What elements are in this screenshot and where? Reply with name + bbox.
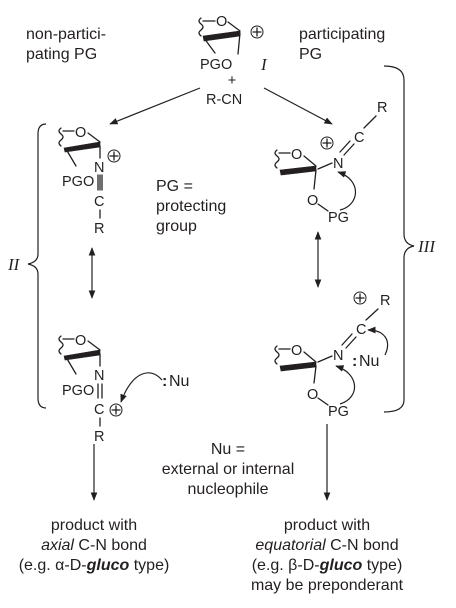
plus-charge [353, 291, 367, 305]
svg-text:O: O [291, 147, 302, 163]
svg-text:external or internal: external or internal [162, 461, 295, 478]
svg-text:C: C [354, 130, 364, 146]
svg-text:PGO: PGO [62, 383, 94, 399]
svg-text:Nu: Nu [169, 373, 189, 390]
oxocarbenium-ion-I: O PGO I + R-CN [198, 14, 268, 108]
wavy-bond [198, 17, 204, 37]
svg-text:N: N [333, 348, 343, 364]
plus-sign: + [228, 73, 236, 89]
plus-charge [107, 149, 121, 163]
svg-text:R: R [377, 100, 387, 116]
svg-text:O: O [307, 193, 318, 209]
plus-charge [109, 403, 123, 417]
svg-text:III: III [417, 237, 436, 256]
svg-text:C: C [356, 322, 366, 338]
svg-text:Nu =: Nu = [211, 441, 245, 458]
brace-II: II [7, 123, 47, 409]
svg-text:axial C-N bond: axial C-N bond [41, 537, 147, 554]
svg-text:product with: product with [51, 517, 137, 534]
svg-text:N: N [94, 368, 104, 384]
roman-numeral-i: I [260, 55, 268, 74]
svg-text:N: N [94, 160, 104, 176]
svg-text:PG: PG [299, 46, 322, 63]
nucleophile-definition: Nu = external or internal nucleophile [162, 441, 295, 498]
nitrile-reagent: R-CN [206, 92, 242, 108]
beta-nitrilium-ion-with-nucleophile: R C N O O PG [274, 291, 390, 420]
product-axial: product with axial C-N bond (e.g. α-D-gl… [19, 517, 170, 574]
beta-nitrilium-ion-participating: R C N O O PG [274, 100, 387, 226]
svg-text:II: II [7, 255, 21, 274]
nucleophile-right: : Nu [352, 326, 389, 370]
svg-text:product with: product with [284, 517, 370, 534]
plus-charge [250, 25, 264, 39]
svg-text:O: O [75, 125, 86, 141]
svg-text:non-partici-: non-partici- [26, 26, 106, 43]
svg-text::: : [162, 373, 167, 390]
pgo-group: PGO [200, 57, 232, 73]
svg-text:may be preponderant: may be preponderant [251, 577, 404, 594]
svg-text:Nu: Nu [359, 353, 379, 370]
svg-text:participating: participating [299, 26, 385, 43]
svg-text:C: C [94, 194, 104, 210]
svg-text:nucleophile: nucleophile [188, 481, 269, 498]
svg-text:protecting: protecting [156, 198, 226, 215]
plus-charge [320, 136, 334, 150]
svg-text:(e.g. β-D-gluco type): (e.g. β-D-gluco type) [252, 557, 403, 574]
participating-label: participating PG [299, 26, 385, 63]
svg-text:O: O [75, 333, 86, 349]
svg-text::: : [352, 353, 357, 370]
pg-definition: PG = protecting group [156, 178, 226, 235]
arrow-to-right [263, 87, 333, 125]
svg-text:PG: PG [328, 210, 349, 226]
svg-text:R: R [94, 221, 104, 237]
ring-oxygen: O [216, 14, 227, 30]
svg-text:PG =: PG = [156, 178, 193, 195]
brace-III: III [383, 65, 436, 413]
svg-text:O: O [291, 343, 302, 359]
nucleophile-left: : Nu [120, 372, 189, 403]
svg-text:R: R [380, 293, 390, 309]
svg-text:C: C [94, 402, 104, 418]
alpha-nitrilium-ion-resonance: O N PGO C R [58, 333, 123, 445]
svg-text:N: N [333, 156, 343, 172]
alpha-nitrilium-ion: O N PGO C R [58, 125, 121, 237]
svg-text:PGO: PGO [62, 174, 94, 190]
svg-text:pating PG: pating PG [26, 46, 97, 63]
svg-text:PG: PG [328, 404, 349, 420]
svg-text:O: O [307, 387, 318, 403]
non-participating-label: non-partici- pating PG [26, 26, 106, 63]
svg-text:(e.g. α-D-gluco type): (e.g. α-D-gluco type) [19, 557, 170, 574]
arrow-to-left [109, 87, 201, 125]
product-equatorial: product with equatorial C-N bond (e.g. β… [251, 517, 404, 594]
svg-text:group: group [156, 218, 197, 235]
svg-text:R: R [94, 429, 104, 445]
svg-text:equatorial C-N bond: equatorial C-N bond [255, 537, 398, 554]
